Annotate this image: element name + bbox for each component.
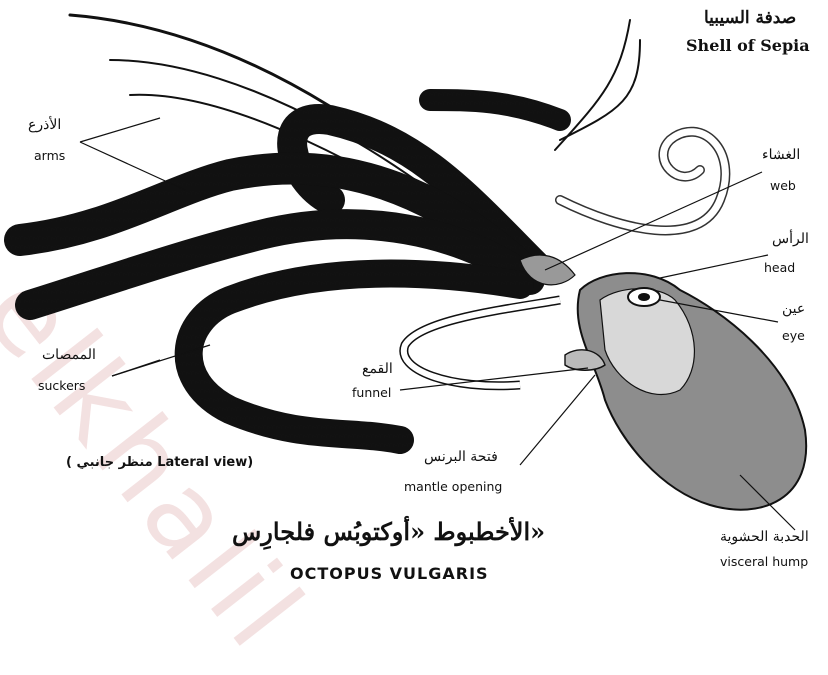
eye-label-ar: عين (782, 302, 805, 316)
funnel-label-en: funnel (352, 387, 391, 400)
mantle-opening-label-ar: فتحة البرنس (424, 450, 498, 464)
head-label-ar: الرأس (772, 232, 809, 246)
arms-label-ar: الأذرع (28, 118, 61, 132)
web-label-ar: الغشاء (762, 148, 800, 162)
shell-title-arabic: صدفة السيبيا (704, 10, 796, 27)
eye-label-en: eye (782, 330, 805, 343)
suckers-label-ar: الممصات (42, 348, 96, 362)
mantle-opening-label-en: mantle opening (404, 481, 502, 494)
octopus-diagram: elkhalil (0, 0, 828, 576)
shell-title-english: Shell of Sepia (686, 38, 810, 54)
web-label-en: web (770, 180, 796, 193)
arms-label-en: arms (34, 150, 65, 163)
visceral-hump-label-ar: الحدبة الحشوية (720, 530, 809, 544)
visceral-hump-label-en: visceral hump (720, 556, 808, 569)
head-label-en: head (764, 262, 795, 275)
funnel-label-ar: القمع (362, 362, 393, 376)
caption-english: OCTOPUS VULGARIS (290, 566, 489, 582)
suckers-label-en: suckers (38, 380, 85, 393)
caption-arabic: الأخطبوط «أوكتوبُس فلجارِس» (232, 520, 545, 544)
lateral-view-label: ( منظر جانبي Lateral view) (66, 456, 253, 469)
body-drawing (520, 255, 806, 510)
